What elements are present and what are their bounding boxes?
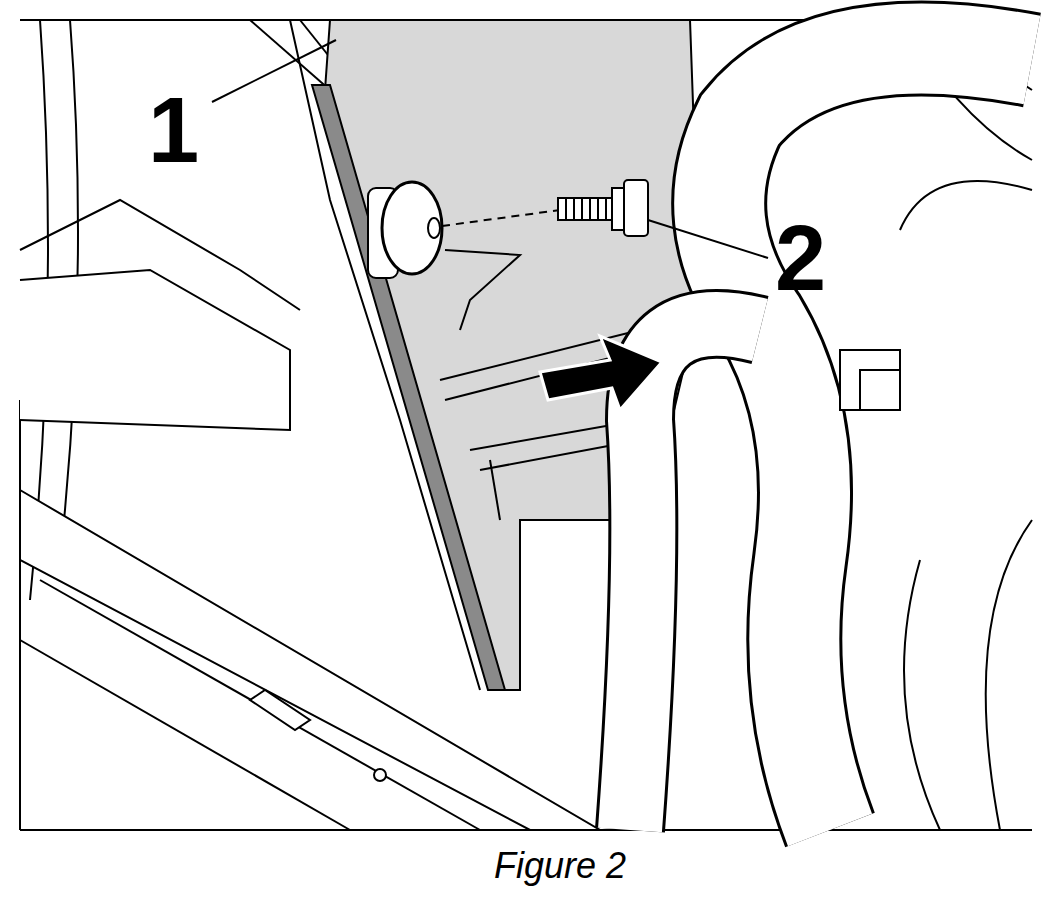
panel-edge: [312, 85, 505, 690]
bolt-symbol: [558, 180, 648, 236]
figure-caption: Figure 2: [494, 848, 626, 884]
mounting-boss: [368, 182, 442, 278]
leader-line: [648, 220, 768, 258]
axis-line: [442, 210, 560, 226]
body-structure: [20, 20, 1032, 830]
frame-beam: [20, 270, 600, 830]
hose: [630, 49, 1032, 830]
leader-line: [212, 40, 336, 102]
callout-number: 2: [775, 212, 826, 304]
direction-arrow: [540, 336, 662, 410]
callout-number: 1: [148, 84, 199, 176]
picture-frame: [20, 20, 1032, 830]
